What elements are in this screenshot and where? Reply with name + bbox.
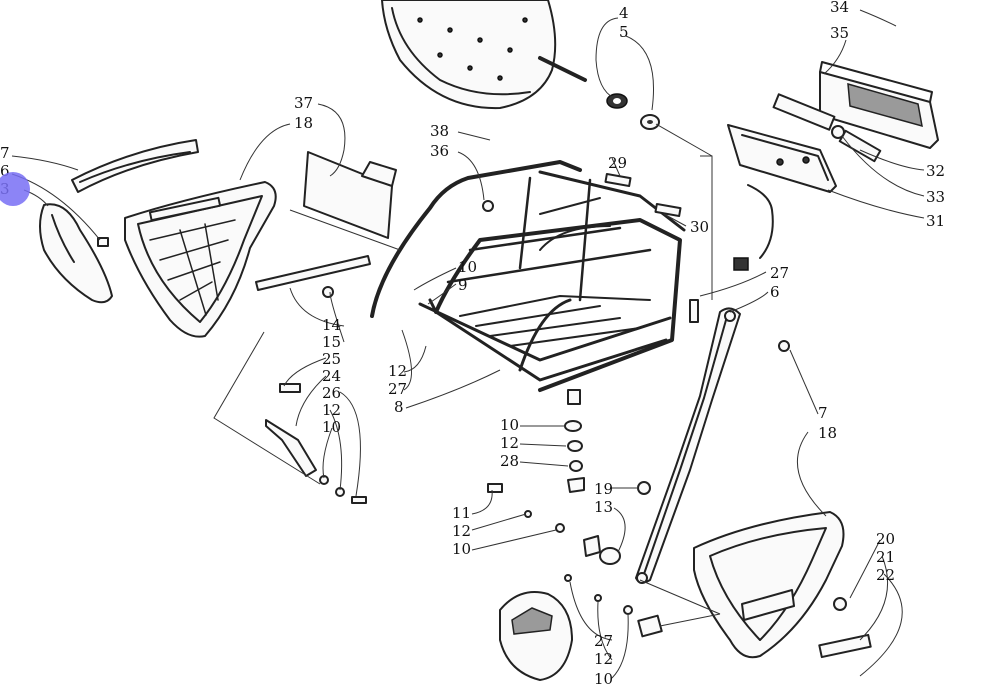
callout-29: 29 — [608, 154, 627, 172]
leader-lines — [11, 9, 925, 679]
callout-33: 33 — [926, 188, 945, 206]
callout-labels: 34 35 4 5 7 6 3 37 18 38 36 29 30 32 33 … — [0, 0, 945, 688]
callout-27: 27 — [770, 264, 789, 282]
callout-12d: 12 — [452, 522, 471, 540]
bolt-part — [265, 286, 367, 504]
callout-22: 22 — [876, 566, 895, 584]
backrest-right-part — [693, 511, 872, 659]
callout-30: 30 — [690, 218, 709, 236]
callout-38: 38 — [430, 122, 449, 140]
callout-35: 35 — [830, 24, 849, 42]
callout-20: 20 — [876, 530, 895, 548]
callout-12b: 12 — [388, 362, 407, 380]
callout-9: 9 — [458, 276, 468, 294]
callout-15: 15 — [322, 333, 341, 351]
cargo-rack-part — [370, 160, 686, 405]
callout-37: 37 — [294, 94, 313, 112]
callout-12c: 12 — [500, 434, 519, 452]
callout-24: 24 — [322, 367, 341, 385]
emblem-cap-part — [499, 591, 573, 681]
callout-7: 7 — [0, 144, 10, 162]
callout-12: 12 — [322, 401, 341, 419]
tail-light-part — [689, 61, 939, 323]
callout-10b: 10 — [322, 418, 341, 436]
pad-part — [303, 151, 397, 239]
callout-7b: 7 — [818, 404, 828, 422]
callout-27b: 27 — [388, 380, 407, 398]
callout-10c: 10 — [500, 416, 519, 434]
callout-27c: 27 — [594, 632, 613, 650]
callout-5: 5 — [619, 23, 629, 41]
seat-part — [381, 0, 587, 110]
callout-4: 4 — [619, 4, 629, 22]
callout-21: 21 — [876, 548, 895, 566]
callout-34: 34 — [830, 0, 849, 16]
fastener-part — [487, 481, 663, 638]
callout-6b: 6 — [770, 283, 780, 301]
callout-6: 6 — [0, 162, 10, 180]
callout-25: 25 — [322, 350, 341, 368]
side-panel-part — [39, 203, 113, 304]
callout-28: 28 — [500, 452, 519, 470]
callout-10e: 10 — [594, 670, 613, 688]
highlight-marker — [0, 172, 30, 206]
callout-10d: 10 — [452, 540, 471, 558]
callout-12e: 12 — [594, 650, 613, 668]
callout-36: 36 — [430, 142, 449, 160]
callout-26: 26 — [322, 384, 341, 402]
callout-11: 11 — [452, 504, 471, 522]
callout-18b: 18 — [818, 424, 837, 442]
support-arm-part — [635, 307, 790, 584]
washer-part — [606, 93, 660, 130]
callout-8: 8 — [394, 398, 404, 416]
callout-32: 32 — [926, 162, 945, 180]
callout-19: 19 — [594, 480, 613, 498]
callout-14: 14 — [322, 316, 341, 334]
washer-stack-part — [564, 420, 585, 493]
callout-10: 10 — [458, 258, 477, 276]
callout-18: 18 — [294, 114, 313, 132]
callout-31: 31 — [926, 212, 945, 230]
backrest-left-part — [71, 139, 371, 338]
callout-13: 13 — [594, 498, 613, 516]
